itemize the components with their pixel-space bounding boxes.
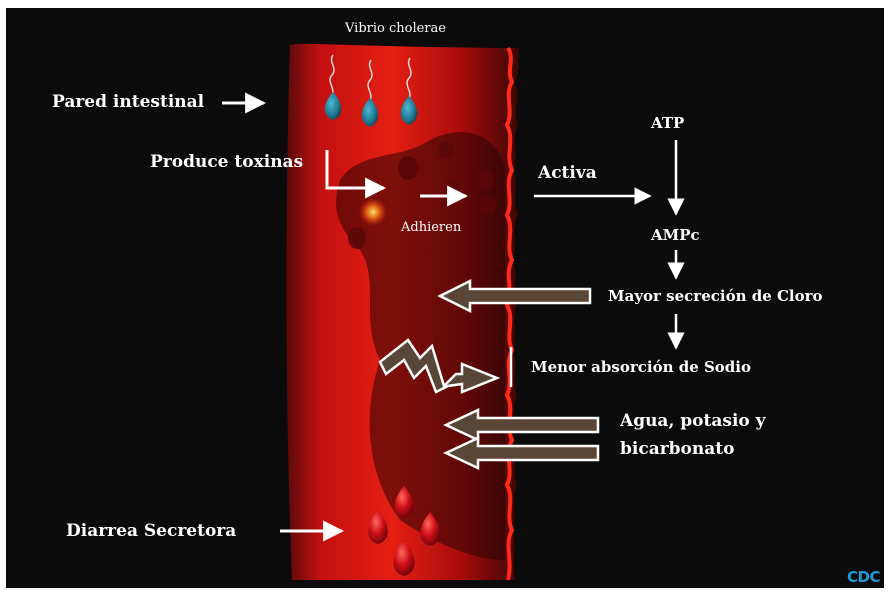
agua-label-line2: bicarbonato (620, 441, 734, 458)
vibrio-label: Vibrio cholerae (345, 22, 446, 35)
cdc-logo: CDC (847, 568, 880, 586)
agua-label-line1: Agua, potasio y (620, 413, 766, 430)
diarrea-label: Diarrea Secretora (66, 523, 236, 540)
adhieren-label: Adhieren (401, 221, 461, 234)
cloro-label: Mayor secreción de Cloro (608, 289, 823, 304)
atp-label: ATP (651, 116, 684, 131)
ampc-label: AMPc (651, 228, 700, 243)
sodio-label: Menor absorción de Sodio (531, 360, 751, 375)
toxin-glow (359, 198, 387, 226)
produce-label: Produce toxinas (150, 154, 303, 171)
pared-label: Pared intestinal (52, 94, 204, 111)
activa-label: Activa (538, 165, 597, 182)
